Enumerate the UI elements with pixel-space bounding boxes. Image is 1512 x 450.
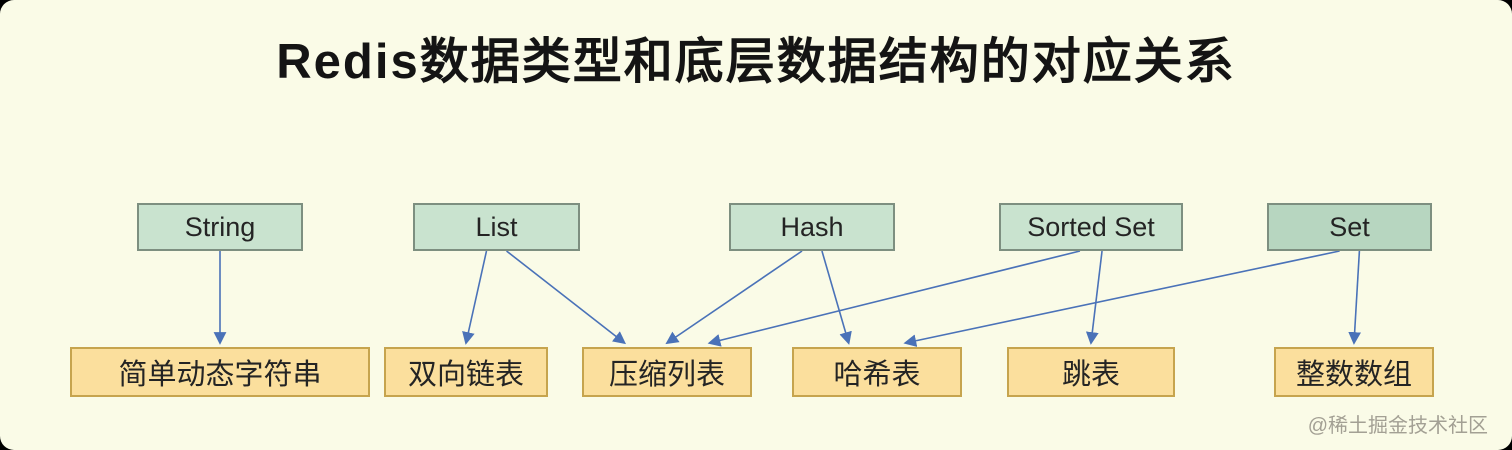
struct-box-skiplist: 跳表	[1007, 347, 1175, 397]
struct-box-intarray: 整数数组	[1274, 347, 1434, 397]
type-box-sortedset: Sorted Set	[999, 203, 1183, 251]
box-label: 压缩列表	[608, 359, 725, 391]
type-box-set: Set	[1267, 203, 1432, 251]
box-label: String	[184, 211, 256, 242]
arrow-sortedset-ziplist	[707, 250, 1081, 347]
box-label: 简单动态字符串	[118, 359, 322, 391]
arrow-list-ziplist	[506, 250, 627, 345]
arrow-list-linkedlist	[462, 250, 488, 345]
struct-box-linkedlist: 双向链表	[384, 347, 548, 397]
type-box-list: List	[413, 203, 580, 251]
box-label: Sorted Set	[1027, 211, 1155, 242]
box-label: List	[475, 211, 518, 242]
box-label: Hash	[780, 211, 844, 242]
diagram-title: Redis数据类型和底层数据结构的对应关系	[276, 35, 1236, 89]
arrow-set-intarray	[1348, 250, 1362, 345]
arrow-hash-ziplist	[665, 250, 803, 345]
struct-box-sds: 简单动态字符串	[70, 347, 370, 397]
box-label: Set	[1329, 211, 1370, 242]
arrow-set-hashtable	[903, 250, 1340, 348]
type-box-string: String	[137, 203, 303, 251]
box-label: 整数数组	[1295, 359, 1412, 391]
type-box-hash: Hash	[729, 203, 895, 251]
box-label: 哈希表	[833, 359, 921, 391]
watermark: @稀土掘金技术社区	[1307, 415, 1488, 437]
struct-box-ziplist: 压缩列表	[582, 347, 752, 397]
box-label: 双向链表	[407, 359, 524, 391]
arrow-hash-hashtable	[821, 250, 852, 345]
box-label: 跳表	[1061, 359, 1120, 391]
arrow-sortedset-skiplist	[1085, 250, 1103, 345]
struct-box-hashtable: 哈希表	[792, 347, 962, 397]
